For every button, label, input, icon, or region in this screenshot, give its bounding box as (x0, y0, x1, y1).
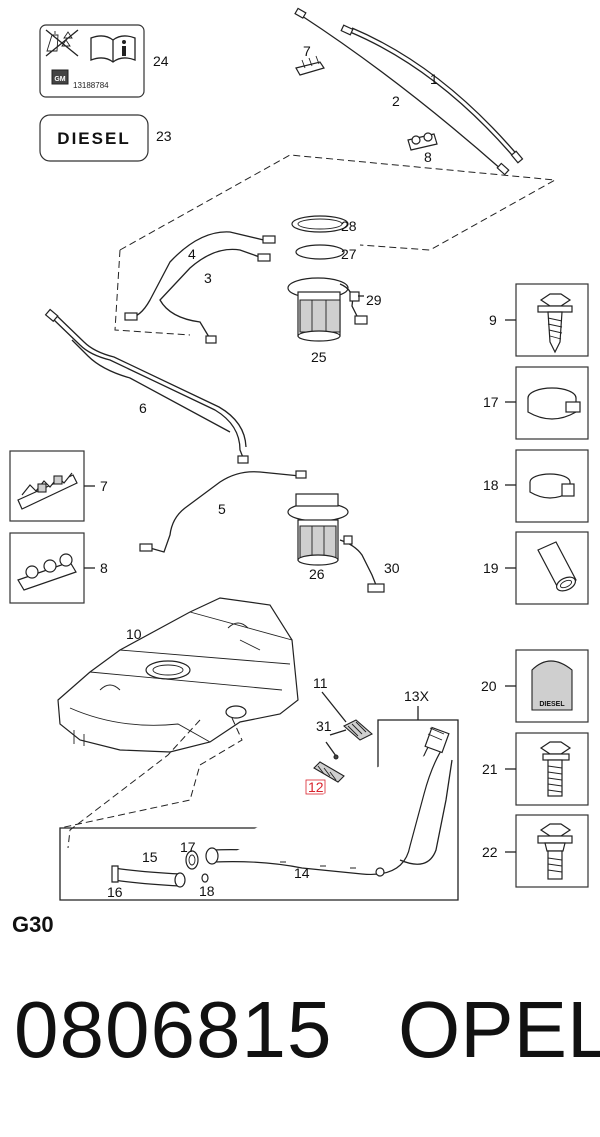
fuel-tank-10 (57, 597, 299, 753)
callout-7: 7 (100, 478, 108, 494)
sleeve-19-box (515, 531, 589, 605)
lock-ring-28 (291, 215, 349, 233)
label-24-part: GM 13188784 (39, 24, 145, 98)
callout-20: 20 (481, 678, 497, 694)
fuel-line-2 (294, 7, 510, 176)
part-31 (325, 741, 339, 760)
manual-info-icon (90, 35, 136, 63)
callout-26: 26 (309, 566, 325, 582)
clamp-18 (201, 873, 209, 883)
callout-30: 30 (384, 560, 400, 576)
callout-1: 1 (430, 71, 438, 87)
level-sensor-30 (339, 535, 385, 593)
callout-22: 22 (482, 844, 498, 860)
callout-28: 28 (341, 218, 357, 234)
callout-12-box (305, 779, 326, 795)
callout-12: 12 (308, 779, 324, 795)
hose-clamp-17-box (515, 366, 589, 440)
callout-8-top: 8 (424, 149, 432, 165)
sensor-29 (349, 291, 364, 302)
dashed-group-lower (59, 717, 243, 849)
brand-name: OPEL (398, 985, 600, 1074)
callout-10: 10 (126, 626, 142, 642)
callout-23: 23 (156, 128, 172, 144)
part-11 (343, 719, 373, 741)
gm-logo-text: GM (54, 76, 65, 83)
fuel-line-4 (124, 231, 276, 321)
callout-29: 29 (366, 292, 382, 308)
hose-16 (111, 865, 119, 883)
hose-clamp-18-box (515, 449, 589, 523)
hose-15 (113, 867, 186, 888)
dashed-group-upper (114, 154, 557, 336)
fuel-pump-module-26 (287, 493, 349, 566)
callout-4: 4 (188, 246, 196, 262)
diesel-label-20-text: DIESEL (539, 701, 565, 708)
callout-18-lower: 18 (199, 883, 215, 899)
diagram-code: G30 (12, 912, 54, 937)
callout-5: 5 (218, 501, 226, 517)
callout-18: 18 (483, 477, 499, 493)
fuel-line-3 (159, 248, 271, 344)
callout-2: 2 (392, 93, 400, 109)
fuel-line-5 (139, 470, 307, 553)
clip-7-top (295, 55, 325, 76)
clip-8-box (9, 532, 85, 604)
callout-17: 17 (483, 394, 499, 410)
bolt-21-box (515, 732, 589, 806)
callout-27: 27 (341, 246, 357, 262)
callout-31: 31 (316, 718, 332, 734)
callout-3: 3 (204, 270, 212, 286)
no-dispose-icon (45, 29, 79, 57)
clip-8-top (407, 132, 438, 151)
part-number: 0806815 (14, 985, 333, 1074)
filler-neck-14 (205, 726, 453, 877)
callout-25: 25 (311, 349, 327, 365)
callout-19: 19 (483, 560, 499, 576)
fuel-pump-module-25 (287, 277, 368, 342)
callout-21: 21 (482, 761, 498, 777)
callout-7-top: 7 (303, 43, 311, 59)
callout-15: 15 (142, 849, 158, 865)
leader-31 (329, 729, 347, 736)
label-23-part: DIESEL (39, 114, 149, 162)
callout-14: 14 (294, 865, 310, 881)
bolt-22-box (515, 814, 589, 888)
clip-7-box (9, 450, 85, 522)
callout-9: 9 (489, 312, 497, 328)
diesel-label-20-box: DIESEL (515, 649, 589, 723)
callout-6: 6 (139, 400, 147, 416)
leader-11 (321, 691, 347, 723)
clamp-17 (185, 850, 199, 870)
part-12 (313, 761, 345, 783)
callout-24: 24 (153, 53, 169, 69)
gm-logo (51, 69, 69, 85)
callout-11: 11 (313, 675, 328, 691)
callout-17-lower: 17 (180, 839, 196, 855)
diesel-label-text: DIESEL (57, 129, 130, 148)
label-24-number: 13188784 (73, 81, 109, 90)
seal-ring-27 (295, 244, 345, 260)
callout-16: 16 (107, 884, 123, 900)
bolt-9-box (515, 283, 589, 357)
callout-8: 8 (100, 560, 108, 576)
fuel-line-6 (44, 308, 249, 464)
callout-13x: 13X (404, 688, 430, 704)
fuel-line-1 (340, 24, 524, 164)
